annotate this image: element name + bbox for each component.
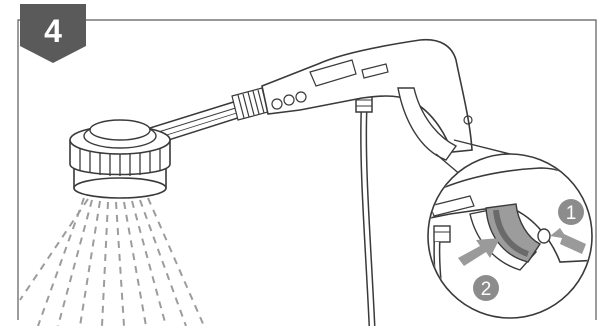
step-number: 4 [44,13,62,49]
callout-1: 1 [558,199,584,225]
nozzle-head [70,120,170,198]
callout-2: 2 [473,275,499,301]
hose [356,94,372,326]
coupling [232,88,268,120]
callout-2-label: 2 [481,279,492,300]
spray [20,198,204,326]
step-badge: 4 [20,4,86,63]
callout-1-label: 1 [566,203,577,224]
